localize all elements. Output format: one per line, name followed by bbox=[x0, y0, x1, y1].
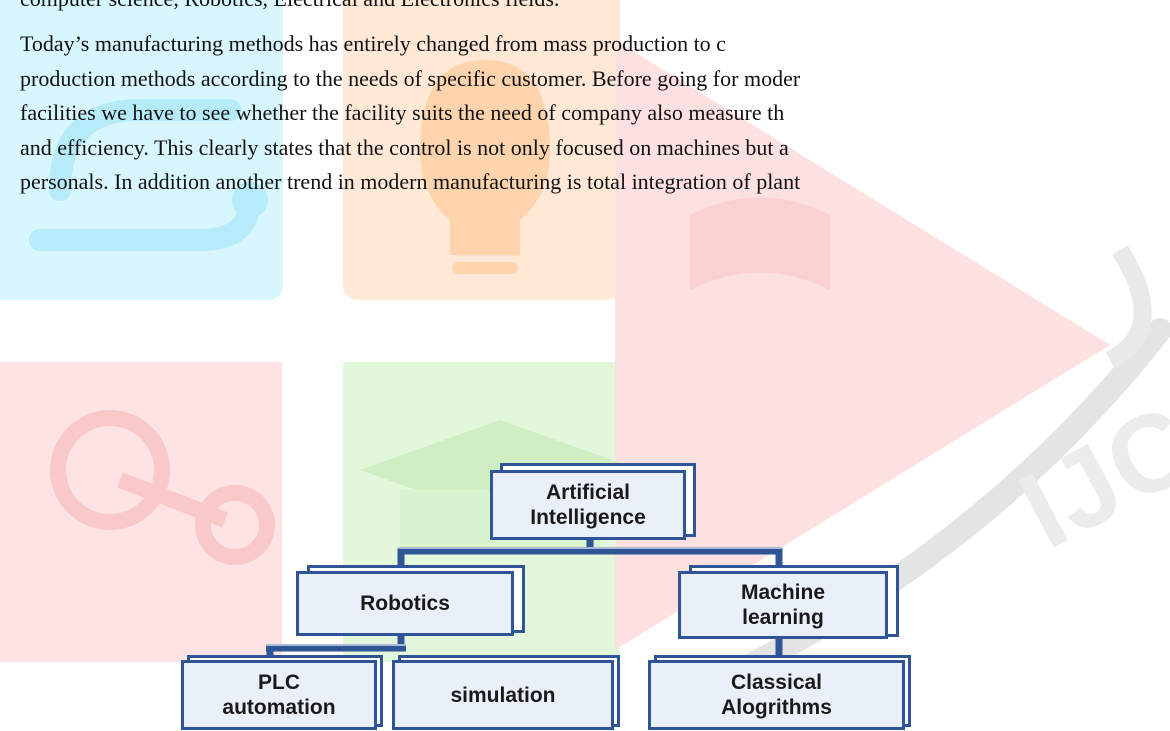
node-label-line: Machine bbox=[740, 581, 826, 604]
node-label-line: Artificial bbox=[545, 481, 631, 504]
paragraph-line: personals. In addition another trend in … bbox=[20, 169, 801, 194]
node-label-line: Intelligence bbox=[530, 506, 646, 529]
paragraph-line: production methods according to the need… bbox=[20, 65, 801, 91]
paragraph-top-partial-line: computer science, Robotics, Electrical a… bbox=[20, 0, 1170, 17]
node-label-line: learning bbox=[742, 606, 824, 629]
paragraph-line: Today’s manufacturing methods has entire… bbox=[20, 31, 726, 56]
gear-icon bbox=[50, 410, 275, 565]
node-label-line: PLC bbox=[257, 671, 300, 694]
node-simulation: simulation bbox=[392, 660, 614, 730]
paragraph-line: facilities we have to see whether the fa… bbox=[20, 100, 785, 125]
node-label-line: automation bbox=[222, 696, 336, 719]
node-label: simulation bbox=[450, 683, 556, 707]
node-label-line: Classical bbox=[730, 671, 823, 694]
book-icon bbox=[615, 40, 1110, 650]
paragraph-line: and efficiency. This clearly states that… bbox=[20, 134, 789, 160]
node-label-line: Alogrithms bbox=[721, 696, 832, 719]
lightbulb-icon bbox=[420, 60, 550, 274]
node-label: Robotics bbox=[360, 592, 450, 615]
document-body: computer science, Robotics, Electrical a… bbox=[20, 0, 1170, 200]
node-robotics: Robotics bbox=[296, 571, 514, 636]
